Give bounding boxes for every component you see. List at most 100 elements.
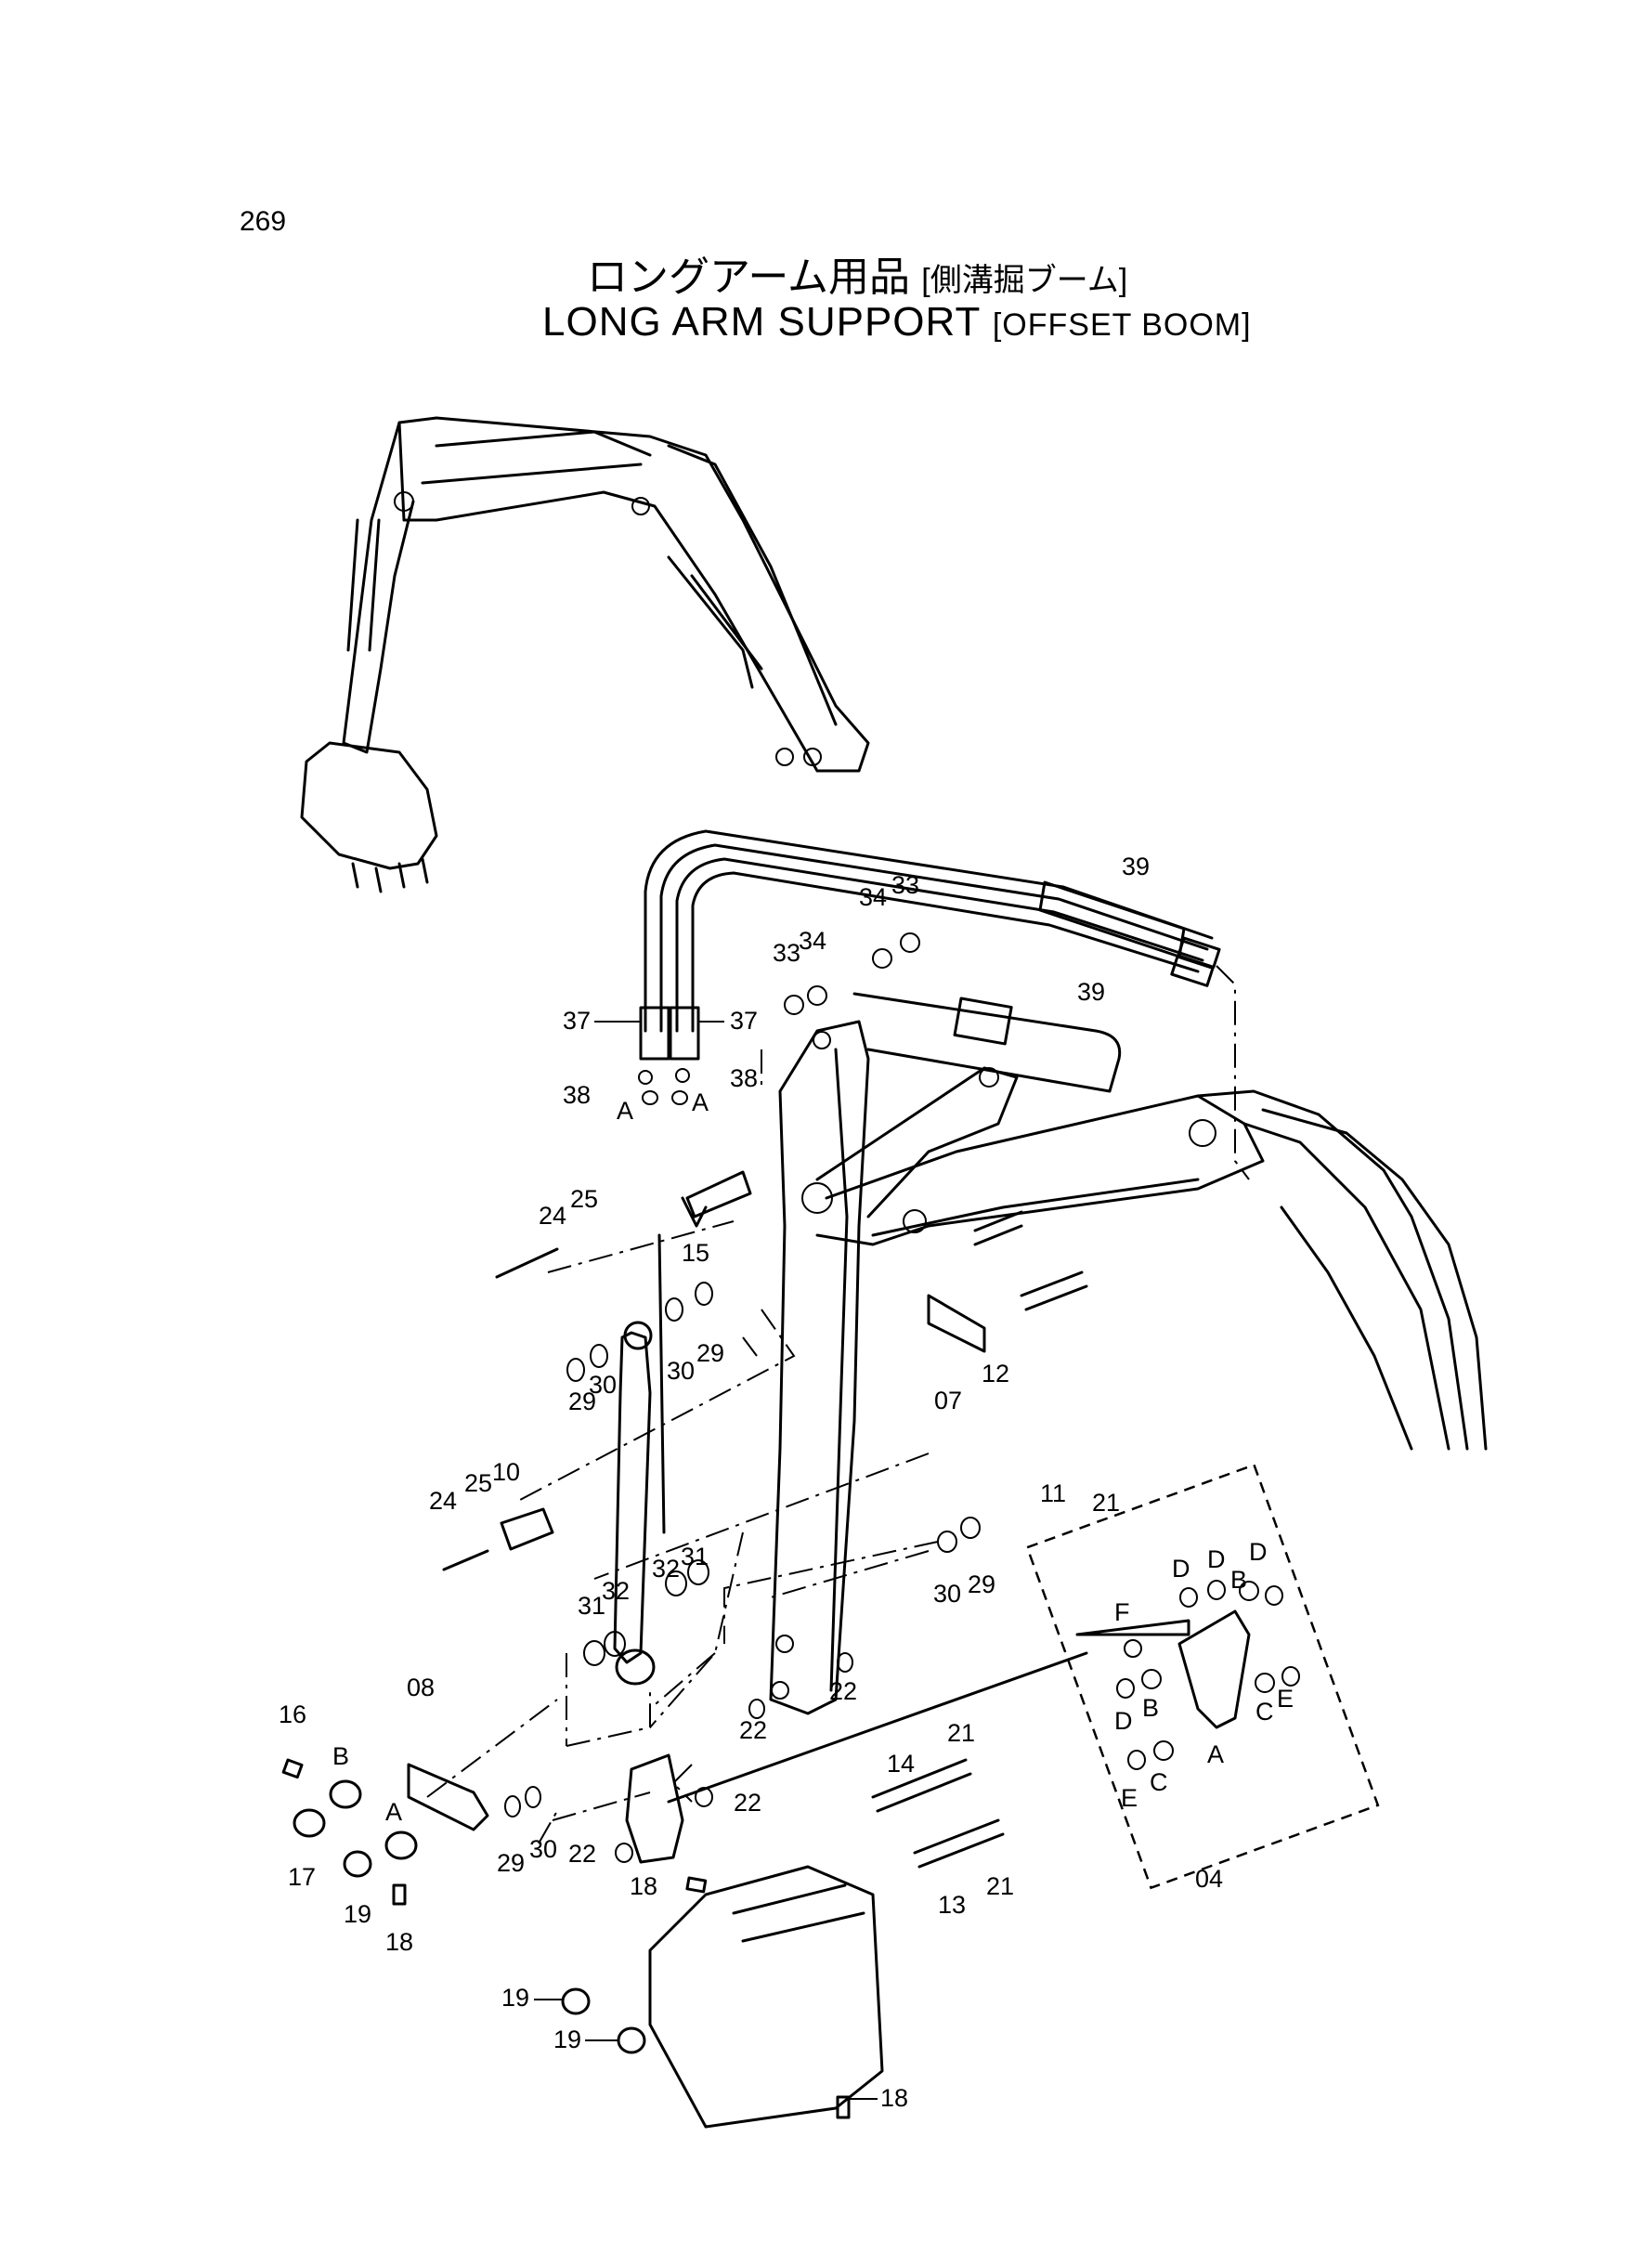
- hose-fitting-37-left: [639, 1006, 670, 1061]
- callout-25-top: 25: [570, 1185, 598, 1213]
- label-D-3: D: [1249, 1538, 1268, 1566]
- callout-15: 15: [682, 1239, 709, 1267]
- callout-34-right: 34: [859, 883, 887, 911]
- pin-10: [500, 1507, 554, 1551]
- label-F: F: [1114, 1598, 1130, 1626]
- label-A-08: A: [385, 1798, 402, 1826]
- title-english-sub: [OFFSET BOOM]: [992, 307, 1252, 343]
- callout-29-left: 29: [568, 1388, 596, 1415]
- callout-labels: 37 37 38 38 A A 39 39 33 34 34 33 24 25 …: [279, 853, 1294, 2112]
- title-japanese-sub: [側溝掘ブーム]: [921, 263, 1128, 298]
- callout-29-right: 29: [696, 1339, 724, 1367]
- callout-30-mid: 30: [933, 1580, 961, 1608]
- callout-33-right: 33: [891, 871, 919, 899]
- callout-22-lower-left: 22: [568, 1840, 596, 1868]
- callout-22-right: 22: [829, 1677, 857, 1705]
- label-B-08: B: [332, 1742, 349, 1770]
- boom-arm-illustration: [769, 992, 1488, 1715]
- callout-22-lower-right: 22: [734, 1789, 761, 1817]
- callout-32-right: 32: [652, 1555, 680, 1583]
- callout-32-left: 32: [602, 1577, 630, 1605]
- title-japanese-main: ロングアーム用品: [587, 254, 911, 300]
- hose-assembly: [639, 829, 1250, 1180]
- callout-07: 07: [934, 1387, 962, 1414]
- callout-21-bottom: 21: [986, 1872, 1014, 1900]
- callout-10: 10: [492, 1458, 520, 1486]
- callout-38-right: 38: [730, 1064, 758, 1092]
- callout-30-right: 30: [667, 1357, 695, 1385]
- callout-17: 17: [288, 1863, 316, 1891]
- label-B-kit-right: B: [1230, 1566, 1247, 1594]
- label-A-kit: A: [1207, 1740, 1224, 1768]
- assembly-guide-lines: [426, 1049, 939, 1844]
- callout-38-left: 38: [563, 1081, 591, 1109]
- callout-18-mid: 18: [630, 1872, 657, 1900]
- callout-16: 16: [279, 1700, 306, 1728]
- pin-11: [1020, 1270, 1088, 1311]
- callout-21-mid: 21: [947, 1719, 975, 1747]
- callout-19-left: 19: [344, 1900, 371, 1928]
- callout-14: 14: [887, 1750, 915, 1778]
- callout-30-left: 30: [589, 1371, 617, 1399]
- overview-excavator-illustration: [300, 416, 870, 893]
- callout-24-bottom: 24: [429, 1487, 457, 1515]
- callout-04: 04: [1195, 1865, 1223, 1893]
- callout-31-right: 31: [681, 1543, 709, 1570]
- kit-04-outline: [1025, 1463, 1380, 1890]
- callout-37-left: 37: [563, 1007, 591, 1035]
- callout-25-bottom: 25: [464, 1469, 492, 1497]
- callout-13: 13: [938, 1891, 966, 1919]
- callout-18-left: 18: [385, 1928, 413, 1956]
- link-07: [927, 1294, 986, 1353]
- label-D-1: D: [1172, 1555, 1190, 1583]
- callout-33-left: 33: [773, 939, 800, 967]
- callout-37-right: 37: [730, 1007, 758, 1035]
- callout-29-mid: 29: [968, 1570, 995, 1598]
- callout-18-bucket: 18: [880, 2084, 908, 2112]
- callout-31-left: 31: [578, 1592, 605, 1620]
- label-D-2: D: [1207, 1545, 1226, 1573]
- cylinder-rod: [852, 992, 1122, 1093]
- callout-08: 08: [407, 1674, 435, 1701]
- title-english: LONG ARM SUPPORT [OFFSET BOOM]: [542, 299, 1252, 345]
- label-E-kit-left: E: [1121, 1784, 1138, 1812]
- callout-21-top: 21: [1092, 1489, 1120, 1517]
- label-B-kit-left: B: [1142, 1694, 1159, 1722]
- callout-30-bottom: 30: [529, 1835, 557, 1863]
- label-C-kit-left: C: [1150, 1768, 1168, 1796]
- title-japanese: ロングアーム用品 [側溝掘ブーム]: [587, 243, 1127, 303]
- bucket: [648, 1865, 884, 2129]
- label-E-kit-right: E: [1277, 1685, 1294, 1713]
- bolt-24b: [442, 1549, 489, 1571]
- link-04: [1177, 1609, 1251, 1729]
- callout-12: 12: [982, 1360, 1009, 1388]
- label-A-right: A: [692, 1088, 709, 1116]
- callout-19-bucket-upper: 19: [501, 1984, 529, 2012]
- callout-39-top: 39: [1122, 853, 1150, 880]
- callout-11: 11: [1040, 1479, 1066, 1507]
- title-english-main: LONG ARM SUPPORT: [542, 299, 981, 345]
- small-parts: [281, 932, 1380, 2129]
- callout-24-top: 24: [539, 1202, 566, 1230]
- pin-12: [973, 1210, 1023, 1246]
- link-22-center: [625, 1753, 684, 1864]
- bolt-24a: [495, 1247, 559, 1279]
- label-C-kit-right: C: [1255, 1698, 1274, 1726]
- pin-15: [681, 1170, 752, 1228]
- callout-19-bucket-lower: 19: [553, 2026, 581, 2053]
- leader-wedge: [1075, 1619, 1190, 1636]
- pin-13: [913, 1818, 1005, 1869]
- label-D-4: D: [1114, 1707, 1133, 1735]
- bucket-cylinder: [613, 1331, 652, 1664]
- hose-fitting-37-right: [669, 1006, 700, 1061]
- pin-14: [871, 1758, 972, 1813]
- link-08: [407, 1763, 489, 1831]
- callout-29-bottom: 29: [497, 1849, 525, 1877]
- label-A-left: A: [617, 1097, 633, 1125]
- callout-22-mid: 22: [739, 1716, 767, 1744]
- callout-34-left: 34: [799, 927, 826, 955]
- page-number: 269: [240, 206, 287, 237]
- callout-39-bottom: 39: [1077, 978, 1105, 1006]
